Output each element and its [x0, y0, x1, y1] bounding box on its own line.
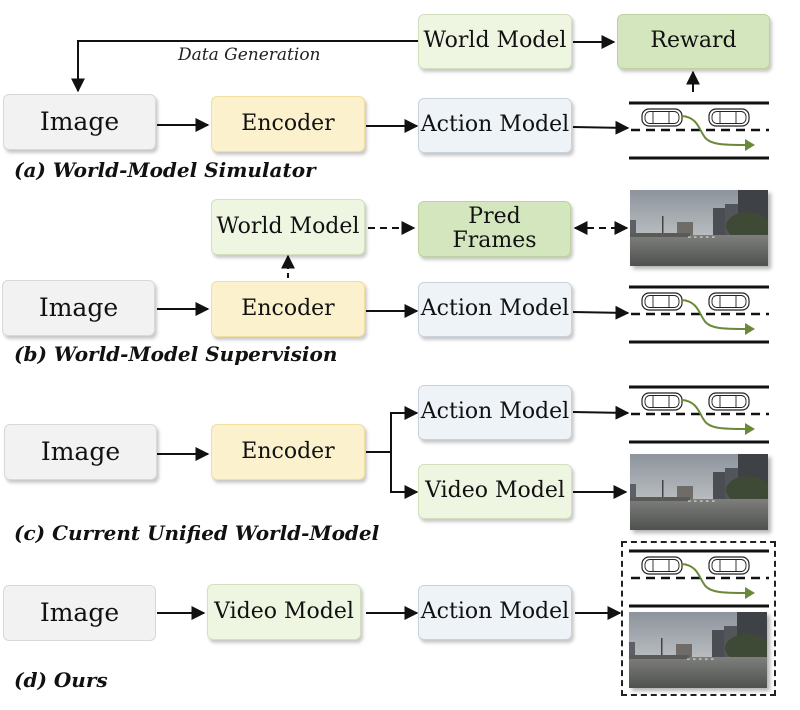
building: [713, 208, 727, 236]
street-photo: [630, 454, 768, 530]
encoder-box-a: Encoder: [211, 96, 365, 152]
data-generation-label: Data Generation: [178, 45, 321, 65]
arrow-action-output-c: [572, 405, 630, 420]
world-model-box-b: World Model: [211, 199, 365, 255]
other-car-icon: [708, 556, 750, 575]
image-box-b: Image: [2, 280, 155, 336]
road: [629, 657, 767, 688]
trajectory-arrowhead: [745, 587, 755, 599]
reward-box: Reward: [617, 14, 770, 69]
streetlight: [662, 480, 664, 500]
street-photo: [629, 612, 767, 688]
arrow-action-output-b: [572, 305, 630, 320]
vehicles: [629, 655, 689, 659]
arrow-encoder-video-c: [390, 452, 419, 499]
pred-frames-line1: Pred: [468, 203, 521, 229]
output-dashed-frame: [621, 541, 776, 696]
building: [677, 222, 693, 236]
streetlight: [661, 638, 663, 658]
trajectory-diagram: [629, 285, 769, 351]
building: [630, 220, 636, 236]
trees: [726, 476, 768, 504]
data-generation-arrow: [71, 40, 418, 93]
road: [630, 499, 768, 530]
trajectory-arrowhead: [745, 423, 755, 435]
trajectory-diagram: [629, 385, 769, 451]
image-box-d: Image: [3, 585, 156, 641]
trajectory-arrowhead: [745, 139, 755, 151]
trajectory-diagram: [629, 549, 769, 615]
building: [677, 486, 693, 500]
trajectory-arrow: [681, 399, 748, 430]
trees: [726, 212, 768, 240]
image-box-a: Image: [3, 94, 156, 150]
building: [712, 630, 726, 658]
action-model-box-a: Action Model: [418, 98, 572, 153]
trajectory-arrow: [681, 115, 748, 146]
vehicles: [630, 497, 690, 501]
building: [676, 644, 692, 658]
action-model-box-c: Action Model: [418, 385, 572, 440]
action-model-box-d: Action Model: [418, 585, 572, 640]
street-photo: [630, 190, 768, 266]
crosswalk: [687, 658, 714, 660]
ego-car-icon: [641, 556, 683, 575]
ego-car-icon: [641, 292, 683, 311]
building: [630, 484, 636, 500]
trajectory-arrow: [681, 563, 748, 594]
other-car-icon: [708, 108, 750, 127]
pred-frames-line2: Frames: [452, 228, 537, 253]
trajectory-arrow: [681, 299, 748, 330]
caption-a: (a) World-Model Simulator: [14, 158, 316, 182]
building: [713, 472, 727, 500]
video-model-box-d: Video Model: [207, 584, 361, 640]
action-model-box-b: Action Model: [418, 282, 572, 337]
vehicles: [630, 233, 690, 237]
caption-d: (d) Ours: [14, 668, 108, 692]
caption-b: (b) World-Model Supervision: [14, 342, 338, 366]
trees: [725, 634, 767, 662]
streetlight: [662, 216, 664, 236]
road: [630, 235, 768, 266]
ego-car-icon: [641, 392, 683, 411]
arrow-action-output-a: [572, 120, 630, 135]
trajectory-arrowhead: [745, 323, 755, 335]
encoder-box-b: Encoder: [211, 281, 365, 337]
other-car-icon: [708, 292, 750, 311]
crosswalk: [688, 500, 715, 502]
encoder-box-c: Encoder: [211, 424, 365, 480]
video-model-box-c: Video Model: [418, 464, 572, 519]
world-model-box-a: World Model: [418, 14, 572, 69]
image-box-c: Image: [4, 424, 157, 480]
arrow-encoder-action-c: [390, 406, 419, 452]
building: [629, 642, 635, 658]
ego-car-icon: [641, 108, 683, 127]
caption-c: (c) Current Unified World-Model: [14, 521, 380, 545]
other-car-icon: [708, 392, 750, 411]
crosswalk: [688, 236, 715, 238]
trajectory-diagram: [629, 101, 769, 167]
pred-frames-box: Pred Frames: [418, 201, 571, 257]
